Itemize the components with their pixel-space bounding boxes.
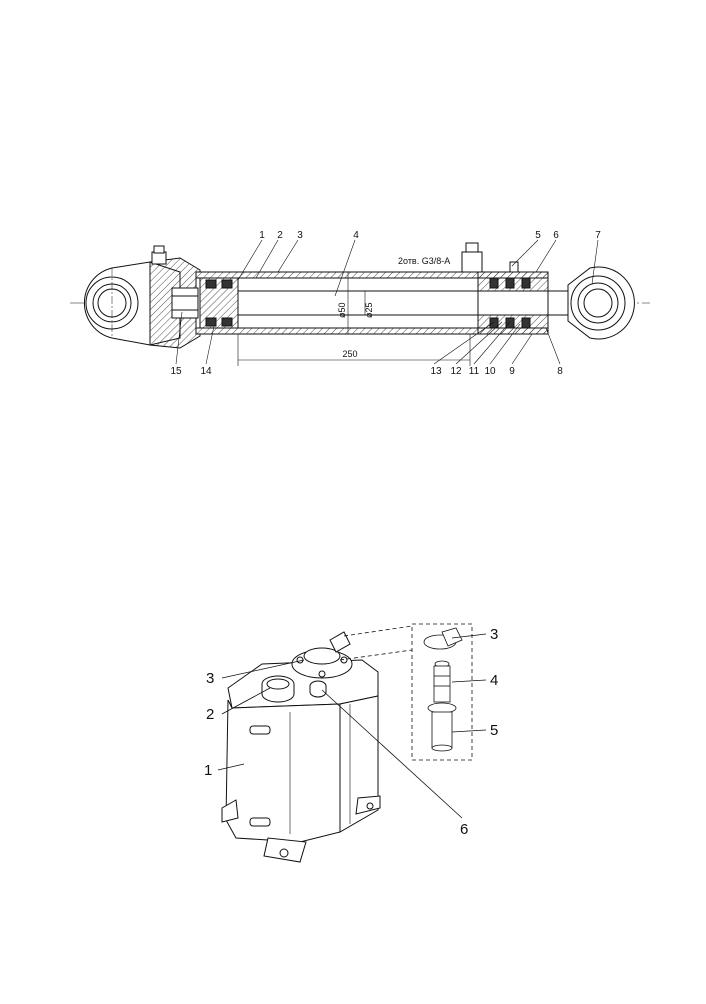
callout-8: 8 xyxy=(557,366,563,377)
callout-7: 7 xyxy=(595,230,601,241)
callout-4: 4 xyxy=(353,230,359,241)
callout-14: 14 xyxy=(200,366,212,377)
piston-nut xyxy=(171,287,199,319)
outlet-pipe xyxy=(221,799,239,823)
callout-12: 12 xyxy=(450,366,462,377)
callout-11: 11 xyxy=(469,366,480,377)
callout-6: 6 xyxy=(553,230,559,241)
callout-tank-6: 6 xyxy=(460,821,468,838)
callout-13: 13 xyxy=(430,366,442,377)
callout-tank-1: 1 xyxy=(204,762,212,779)
callout-tank-3-left: 3 xyxy=(206,670,214,687)
tank-callouts: 3 2 1 6 3 4 5 xyxy=(204,626,498,838)
callout-1: 1 xyxy=(259,230,265,241)
callout-10: 10 xyxy=(484,366,496,377)
hydraulic-cylinder-section xyxy=(70,239,650,366)
cylinder-callouts: 1 2 3 4 5 6 7 15 14 13 12 11 10 9 8 2отв… xyxy=(170,230,601,377)
stroke-dimension: 250 xyxy=(342,349,357,359)
callout-2: 2 xyxy=(277,230,283,241)
hydraulic-tank xyxy=(221,631,381,863)
callout-15: 15 xyxy=(170,366,182,377)
filter-detail-view xyxy=(339,623,473,761)
callout-tank-4: 4 xyxy=(490,672,498,689)
callout-9: 9 xyxy=(509,366,515,377)
rod-dimension: ø25 xyxy=(364,302,374,318)
callout-tank-5: 5 xyxy=(490,722,498,739)
port-note: 2отв. G3/8-A xyxy=(398,256,450,266)
left-port-fitting xyxy=(151,251,167,265)
callout-5: 5 xyxy=(535,230,541,241)
tank-leaders xyxy=(217,633,487,819)
handle-slot xyxy=(249,725,271,735)
detail-frame xyxy=(411,623,473,761)
callout-3: 3 xyxy=(297,230,303,241)
bore-dimension: ø50 xyxy=(337,302,347,318)
callout-tank-2: 2 xyxy=(206,706,214,723)
tank-front xyxy=(225,699,341,843)
callout-tank-3-detail: 3 xyxy=(490,626,498,643)
filter-housing xyxy=(431,711,453,749)
filter-element xyxy=(433,665,451,703)
right-eye-lug xyxy=(567,266,635,340)
right-port-fitting xyxy=(461,251,483,273)
